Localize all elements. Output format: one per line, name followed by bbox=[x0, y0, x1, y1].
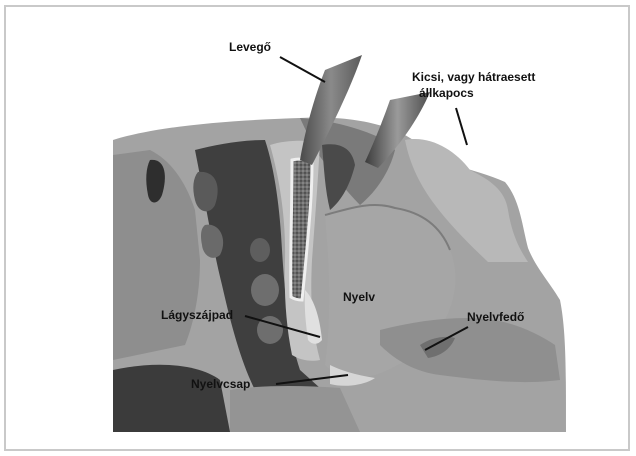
leader-allkapocs bbox=[456, 108, 467, 145]
label-allkapocs-line2: állkapocs bbox=[419, 86, 474, 101]
leader-levego bbox=[280, 57, 325, 82]
label-levego: Levegő bbox=[229, 40, 271, 55]
label-lagyszajpad: Lágyszájpad bbox=[161, 308, 233, 323]
tonsil-1 bbox=[251, 274, 279, 306]
neck-band bbox=[230, 386, 360, 432]
label-nyelvcsap: Nyelvcsap bbox=[191, 377, 250, 392]
label-nyelv: Nyelv bbox=[343, 290, 375, 305]
label-nyelvfedo: Nyelvfedő bbox=[467, 310, 524, 325]
tonsil-3 bbox=[250, 238, 270, 262]
label-allkapocs-line1: Kicsi, vagy hátraesett bbox=[412, 70, 535, 85]
